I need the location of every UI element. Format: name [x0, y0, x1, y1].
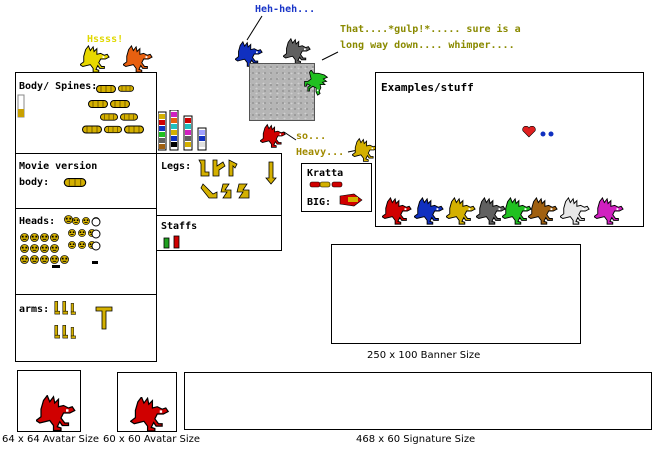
banner-frame	[331, 244, 581, 344]
body-spines-label: Body/ Spines:	[19, 81, 98, 92]
that-speech-line1: That....*gulp!*..... sure is a	[340, 24, 521, 35]
examples-label: Examples/stuff	[381, 81, 474, 94]
dinosaur-sprite-gold-example	[446, 197, 476, 225]
so-speech-line2: Heavy...	[296, 147, 345, 158]
speech-pointer-lines	[246, 15, 359, 153]
movie-version-label-line1: Movie version	[19, 161, 98, 172]
dinosaur-sprite-yellow	[80, 45, 110, 73]
avatar64-frame	[17, 370, 81, 432]
dinosaur-sprite-orange	[123, 45, 153, 73]
arms-label: arms:	[19, 304, 50, 315]
panel-kratta: Kratta BIG:	[301, 163, 372, 212]
dinosaur-sprite-red-avatar64	[36, 395, 76, 431]
blue-orbs	[540, 131, 554, 137]
panel-staffs: Staffs	[156, 215, 282, 251]
big-label: BIG:	[307, 197, 332, 208]
banner-size-label: 250 x 100 Banner Size	[367, 350, 481, 361]
avatar64-size-label: 64 x 64 Avatar Size	[2, 434, 100, 445]
panel-movie-version: Movie version body:	[15, 153, 157, 209]
avatar60-frame	[117, 372, 177, 432]
dinosaur-sprite-red-example	[382, 197, 412, 225]
kratta-label: Kratta	[307, 168, 344, 179]
legs-label: Legs:	[161, 161, 192, 172]
signature-frame	[184, 372, 652, 430]
panel-heads: Heads:	[15, 208, 157, 295]
heh-speech: Heh-heh...	[255, 4, 316, 15]
dinosaur-sprite-magenta-example	[594, 197, 624, 225]
movie-body-part	[63, 178, 87, 187]
dinosaur-sprite-brown-example	[528, 197, 558, 225]
dinosaur-sprite-white-example	[560, 197, 590, 225]
panel-arms: arms:	[15, 294, 157, 362]
kratta-parts	[309, 181, 363, 207]
that-speech-line2: long way down.... whimper....	[340, 40, 515, 51]
color-swatch-strip	[158, 110, 207, 151]
so-speech-line1: so...	[296, 131, 327, 142]
body-spines-parts	[17, 85, 144, 134]
dinosaur-sprite-green	[299, 70, 333, 96]
dinosaur-sprite-blue-example	[414, 197, 444, 225]
dinosaur-sprite-gray	[283, 38, 311, 64]
legs-parts	[198, 159, 277, 199]
heads-parts	[20, 215, 101, 268]
heart-icon	[522, 126, 536, 138]
panel-body-spines: Body/ Spines:	[15, 72, 157, 154]
staffs-parts	[163, 235, 180, 249]
hiss-speech: Hssss!	[87, 34, 124, 45]
signature-size-label: 468 x 60 Signature Size	[356, 434, 476, 445]
dinosaur-sprite-red-carrying	[260, 122, 286, 150]
staffs-label: Staffs	[161, 221, 198, 232]
heads-label: Heads:	[19, 216, 56, 227]
dinosaur-sprite-red-avatar60	[130, 397, 170, 431]
stone-block	[249, 63, 315, 121]
arms-parts	[54, 301, 113, 339]
movie-version-label-line2: body:	[19, 177, 50, 188]
panel-legs: Legs:	[156, 153, 282, 216]
panel-examples: Examples/stuff	[375, 72, 644, 227]
avatar60-size-label: 60 x 60 Avatar Size	[103, 434, 201, 445]
